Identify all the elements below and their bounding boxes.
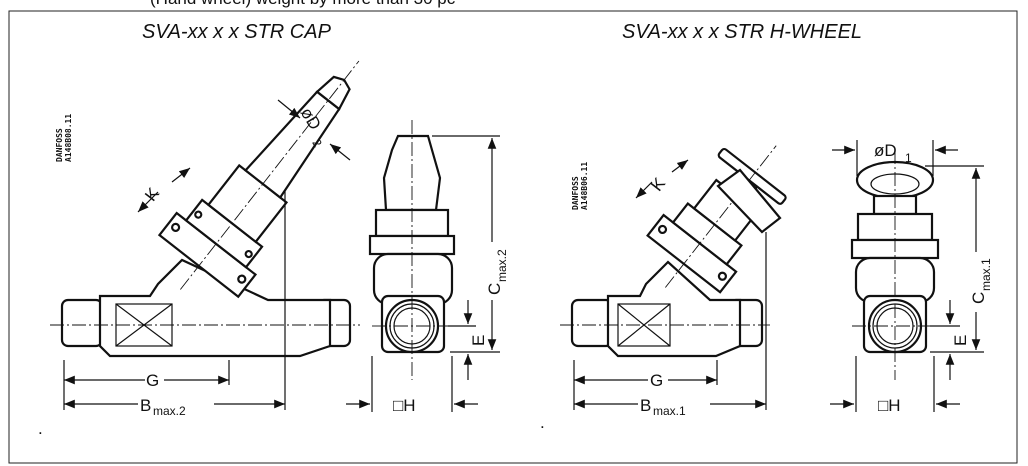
left-side-view: K øD 2 G B max.2 bbox=[50, 60, 360, 418]
left-dim-b: B bbox=[140, 396, 151, 415]
page-top-text: (Hand wheel) weight by more than 30 pc bbox=[150, 0, 456, 8]
right-side-view: K G B max.1 bbox=[560, 145, 787, 418]
right-panel: SVA-xx x x STR H-WHEEL DANFOSS A148B06.1… bbox=[540, 21, 993, 432]
left-watermark: DANFOSS A148B08.11 bbox=[55, 114, 73, 162]
left-dim-c-sub: max.2 bbox=[495, 249, 509, 282]
right-dim-d: øD bbox=[874, 141, 897, 160]
right-dim-b: B bbox=[640, 396, 651, 415]
right-dim-h: □H bbox=[878, 396, 901, 415]
left-dim-k: K bbox=[141, 184, 163, 205]
left-front-view: C max.2 E □H bbox=[346, 120, 509, 415]
right-dim-k: K bbox=[647, 174, 669, 195]
left-panel: SVA-xx x x STR CAP DANFOSS A148B08.11 bbox=[38, 21, 509, 438]
right-dim-c: C bbox=[969, 292, 988, 304]
right-title: SVA-xx x x STR H-WHEEL bbox=[622, 21, 862, 43]
right-dim-e: E bbox=[951, 335, 970, 346]
right-dim-c-sub: max.1 bbox=[979, 258, 993, 291]
left-title: SVA-xx x x STR CAP bbox=[142, 21, 332, 43]
left-foot-mark: . bbox=[38, 419, 43, 438]
right-dim-b-sub: max.1 bbox=[653, 404, 686, 418]
svg-text:DANFOSS: DANFOSS bbox=[571, 176, 580, 210]
drawing-frame bbox=[8, 10, 1018, 464]
svg-text:A148B06.11: A148B06.11 bbox=[580, 162, 589, 210]
left-dim-g: G bbox=[146, 371, 159, 390]
left-dim-c: C bbox=[485, 283, 504, 295]
right-foot-mark: . bbox=[540, 413, 545, 432]
svg-text:DANFOSS: DANFOSS bbox=[55, 128, 64, 162]
left-dim-e: E bbox=[469, 335, 488, 346]
right-watermark: DANFOSS A148B06.11 bbox=[571, 162, 589, 210]
left-dim-b-sub: max.2 bbox=[153, 404, 186, 418]
right-dim-d-sub: 1 bbox=[905, 151, 912, 165]
right-dim-g: G bbox=[650, 371, 663, 390]
right-front-view: øD 1 C max.1 E □H bbox=[830, 140, 993, 415]
svg-text:A148B08.11: A148B08.11 bbox=[64, 114, 73, 162]
left-dim-h: □H bbox=[393, 396, 416, 415]
